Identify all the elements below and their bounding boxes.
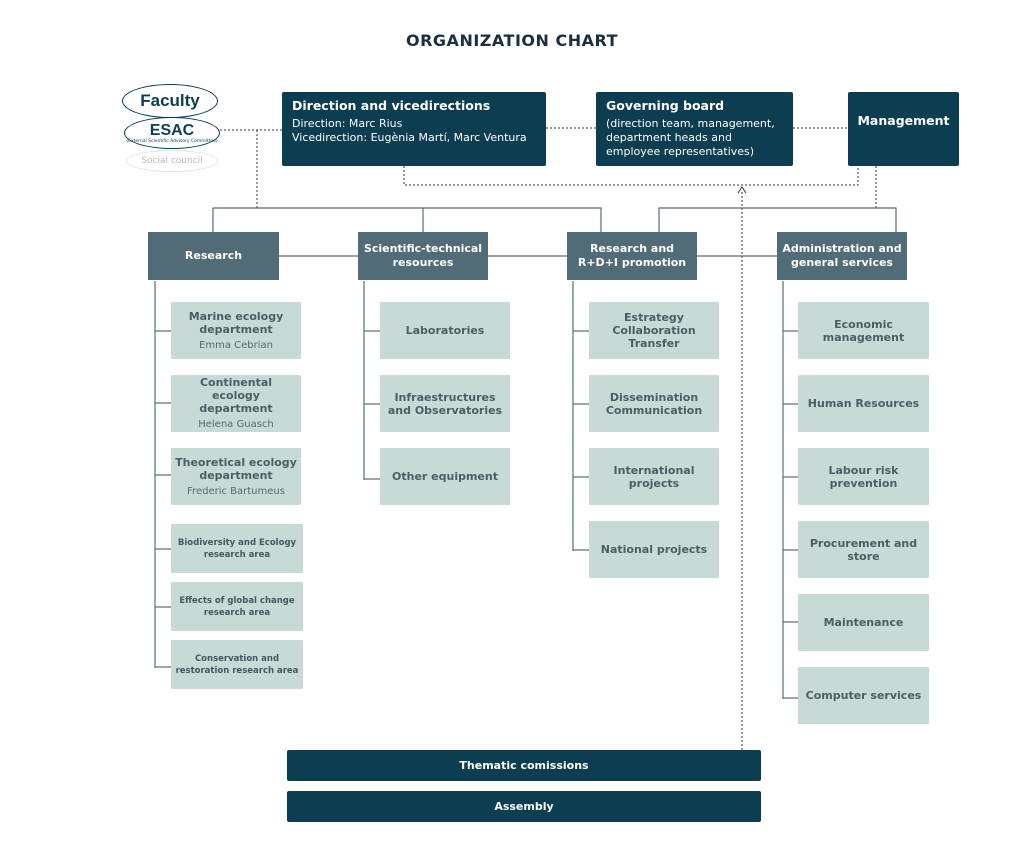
research-box: Research xyxy=(148,232,279,280)
admin-item: Labour risk prevention xyxy=(798,448,929,505)
chart-title: ORGANIZATION CHART xyxy=(406,31,618,50)
management-box: Management xyxy=(848,92,959,166)
esac-label: ESAC xyxy=(149,121,195,139)
faculty-label: Faculty xyxy=(140,91,200,110)
department-name: Marine ecology department xyxy=(188,309,284,336)
vicedirection-line: Vicedirection: Eugènia Martí, Marc Ventu… xyxy=(292,131,527,144)
governing-board-heading: Governing board xyxy=(606,98,725,113)
research-department: Theoretical ecology department Frederic … xyxy=(171,448,301,505)
social-council-oval: Social council xyxy=(126,150,218,172)
admin-item: Maintenance xyxy=(798,594,929,651)
promotion-item: International projects xyxy=(589,448,719,505)
scitech-resources-box: Scientific-technical resources xyxy=(358,232,488,280)
governing-board-box: Governing board (direction team, managem… xyxy=(596,92,793,166)
admin-services-box: Administration and general services xyxy=(777,232,907,280)
admin-item: Human Resources xyxy=(798,375,929,432)
social-council-label: Social council xyxy=(141,156,203,166)
research-department: Continental ecology department Helena Gu… xyxy=(171,375,301,432)
promotion-item: Dissemination Communication xyxy=(589,375,719,432)
research-area: Conservation and restoration research ar… xyxy=(171,640,303,689)
esac-sublabel: (External Scientific Advisory Committee) xyxy=(126,138,218,144)
promotion-box: Research and R+D+I promotion xyxy=(567,232,697,280)
admin-item: Economic management xyxy=(798,302,929,359)
direction-heading: Direction and vicedirections xyxy=(292,98,491,113)
direction-line: Direction: Marc Rius xyxy=(292,117,403,130)
department-head: Helena Guasch xyxy=(198,419,274,430)
admin-item: Procurement and store xyxy=(798,521,929,578)
thematic-commissions-bar: Thematic comissions xyxy=(287,750,761,781)
scitech-item: Infraestructures and Observatories xyxy=(380,375,510,432)
promotion-item: National projects xyxy=(589,521,719,578)
scitech-item: Laboratories xyxy=(380,302,510,359)
research-area: Biodiversity and Ecology research area xyxy=(171,524,303,573)
scitech-item: Other equipment xyxy=(380,448,510,505)
research-department: Marine ecology department Emma Cebrian xyxy=(171,302,301,359)
direction-box: Direction and vicedirections Direction: … xyxy=(282,92,546,166)
department-name: Theoretical ecology department xyxy=(175,455,297,482)
governing-board-body: (direction team, management, department … xyxy=(606,117,775,158)
promotion-item: Estrategy Collaboration Transfer xyxy=(589,302,719,359)
assembly-bar: Assembly xyxy=(287,791,761,822)
department-head: Frederic Bartumeus xyxy=(187,485,285,497)
admin-item: Computer services xyxy=(798,667,929,724)
department-name: Continental ecology department xyxy=(199,376,273,415)
faculty-oval: Faculty xyxy=(122,84,218,118)
department-head: Emma Cebrian xyxy=(199,339,273,351)
management-label: Management xyxy=(857,112,950,128)
research-area: Effects of global change research area xyxy=(171,582,303,631)
esac-oval: ESAC (External Scientific Advisory Commi… xyxy=(124,117,220,149)
